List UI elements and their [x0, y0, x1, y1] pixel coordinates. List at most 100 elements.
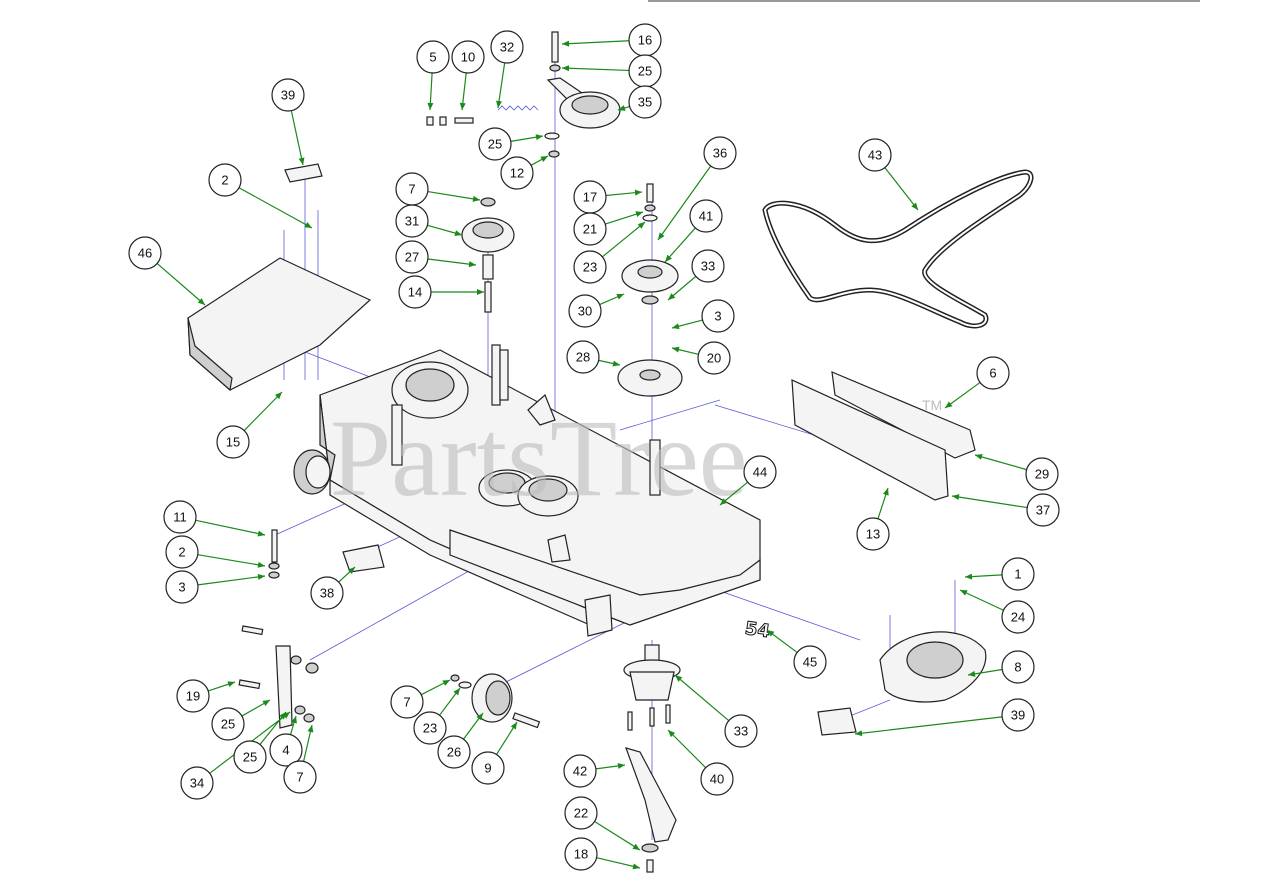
callout-circle — [283, 760, 317, 794]
callout-12[interactable]: 12 — [500, 156, 534, 190]
leader-arrowhead — [668, 293, 676, 300]
leader-arrowhead — [304, 221, 312, 228]
leader-arrowhead — [632, 843, 640, 850]
callout-14[interactable]: 14 — [398, 275, 432, 309]
callout-circle — [395, 204, 429, 238]
callout-40[interactable]: 40 — [700, 762, 734, 796]
callout-number: 36 — [713, 146, 727, 161]
callout-number: 32 — [500, 40, 514, 55]
callout-7[interactable]: 7 — [390, 685, 424, 719]
callout-17[interactable]: 17 — [573, 180, 607, 214]
callout-38[interactable]: 38 — [310, 576, 344, 610]
callout-25[interactable]: 25 — [233, 740, 267, 774]
callout-33[interactable]: 33 — [724, 714, 758, 748]
drive-belt — [762, 169, 1034, 329]
callout-1[interactable]: 1 — [1001, 557, 1035, 591]
callout-circle — [413, 711, 447, 745]
callout-number: 33 — [701, 259, 715, 274]
callout-circle — [573, 212, 607, 246]
callout-number: 3 — [178, 580, 185, 595]
callout-24[interactable]: 24 — [1001, 600, 1035, 634]
callout-number: 39 — [1011, 708, 1025, 723]
callout-circle — [564, 837, 598, 871]
callout-26[interactable]: 26 — [437, 735, 471, 769]
callout-19[interactable]: 19 — [176, 679, 210, 713]
callout-31[interactable]: 31 — [395, 204, 429, 238]
callout-23[interactable]: 23 — [413, 711, 447, 745]
callout-number: 23 — [423, 721, 437, 736]
callout-number: 2 — [221, 173, 228, 188]
leader-line — [664, 227, 696, 263]
callout-number: 34 — [190, 776, 204, 791]
callout-30[interactable]: 30 — [568, 294, 602, 328]
leader-line — [197, 554, 266, 567]
callout-number: 26 — [447, 745, 461, 760]
leader-line — [951, 495, 1028, 509]
callout-39[interactable]: 39 — [271, 78, 305, 112]
deck-brackets — [391, 344, 661, 563]
callout-27[interactable]: 27 — [395, 240, 429, 274]
callout-32[interactable]: 32 — [490, 30, 524, 64]
callout-43[interactable]: 43 — [858, 138, 892, 172]
callout-number: 33 — [734, 724, 748, 739]
callout-circle — [701, 299, 735, 333]
callout-20[interactable]: 20 — [697, 341, 731, 375]
callout-2[interactable]: 2 — [208, 163, 242, 197]
leader-line — [427, 190, 481, 201]
callout-16[interactable]: 16 — [628, 23, 662, 57]
callout-number: 25 — [488, 137, 502, 152]
callout-10[interactable]: 10 — [451, 40, 485, 74]
callout-39[interactable]: 39 — [1001, 698, 1035, 732]
callout-25[interactable]: 25 — [211, 707, 245, 741]
callout-number: 3 — [714, 309, 721, 324]
callout-number: 4 — [282, 743, 289, 758]
callout-22[interactable]: 22 — [564, 796, 598, 830]
callout-number: 28 — [576, 350, 590, 365]
callout-3[interactable]: 3 — [701, 299, 735, 333]
callout-41[interactable]: 41 — [689, 199, 723, 233]
callout-7[interactable]: 7 — [283, 760, 317, 794]
callout-9[interactable]: 9 — [471, 751, 505, 785]
callout-29[interactable]: 29 — [1025, 457, 1059, 491]
leader-arrowhead — [562, 65, 570, 72]
leader-arrowhead — [668, 730, 676, 738]
callout-28[interactable]: 28 — [566, 340, 600, 374]
callout-4[interactable]: 4 — [269, 733, 303, 767]
leader-arrowhead — [468, 261, 476, 268]
decal-38 — [342, 544, 385, 573]
callout-18[interactable]: 18 — [564, 837, 598, 871]
callout-number: 45 — [803, 655, 817, 670]
callout-3[interactable]: 3 — [165, 570, 199, 604]
callout-6[interactable]: 6 — [976, 356, 1010, 390]
callout-35[interactable]: 35 — [628, 85, 662, 119]
callout-25[interactable]: 25 — [628, 54, 662, 88]
callout-circle — [208, 163, 242, 197]
callout-8[interactable]: 8 — [1001, 650, 1035, 684]
callout-number: 38 — [320, 586, 334, 601]
callout-7[interactable]: 7 — [395, 172, 429, 206]
callout-number: 1 — [1014, 567, 1021, 582]
callout-34[interactable]: 34 — [180, 766, 214, 800]
callout-46[interactable]: 46 — [128, 236, 162, 270]
callout-37[interactable]: 37 — [1026, 493, 1060, 527]
callout-13[interactable]: 13 — [856, 517, 890, 551]
leader-arrowhead — [298, 157, 305, 165]
callout-45[interactable]: 45 — [793, 645, 827, 679]
callout-15[interactable]: 15 — [216, 425, 250, 459]
callout-2[interactable]: 2 — [165, 535, 199, 569]
callout-25[interactable]: 25 — [478, 127, 512, 161]
callout-21[interactable]: 21 — [573, 212, 607, 246]
callout-33[interactable]: 33 — [691, 249, 725, 283]
leader-line — [156, 263, 206, 306]
callout-circle — [568, 294, 602, 328]
callout-42[interactable]: 42 — [563, 754, 597, 788]
callout-44[interactable]: 44 — [743, 455, 777, 489]
callout-number: 35 — [638, 95, 652, 110]
callout-36[interactable]: 36 — [703, 136, 737, 170]
callout-number: 21 — [583, 222, 597, 237]
callout-5[interactable]: 5 — [416, 40, 450, 74]
callout-11[interactable]: 11 — [163, 500, 197, 534]
callout-circle — [269, 733, 303, 767]
callout-23[interactable]: 23 — [573, 250, 607, 284]
